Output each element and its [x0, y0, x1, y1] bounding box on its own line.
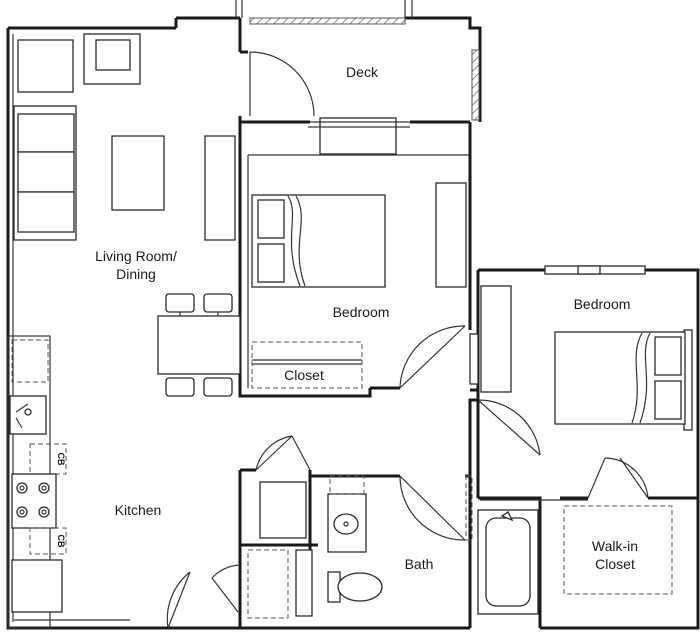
armchair-2 [83, 33, 141, 85]
linen-shelf [295, 549, 313, 617]
stove-burners-icon [11, 473, 57, 529]
tv-stand [204, 135, 236, 241]
room-label-walkin-2: Closet [595, 556, 635, 572]
bed-icon [251, 194, 386, 288]
living-room-furniture: Living Room/ Dining [13, 33, 241, 397]
washer-dryer [259, 481, 307, 539]
bathtub-icon [477, 509, 539, 615]
cb-label-upper: CB [56, 453, 66, 466]
room-label-bedroom-2: Bedroom [574, 296, 631, 312]
refrigerator [11, 559, 63, 613]
room-label-deck: Deck [346, 64, 379, 80]
room-label-walkin-1: Walk-in [592, 538, 638, 554]
bath: Bath [247, 475, 539, 619]
kitchen: CB CB Kitchen [7, 335, 162, 629]
kitchen-sink-icon [9, 395, 47, 435]
coffee-table [111, 135, 165, 211]
bedroom-1: Bedroom Closet [251, 182, 467, 389]
deck: Deck [235, 0, 480, 155]
door-swings [166, 325, 649, 629]
bedroom-2: Bedroom [480, 285, 686, 425]
windows [469, 265, 693, 431]
dining-table [157, 293, 241, 397]
room-label-kitchen: Kitchen [115, 502, 162, 518]
armchair [17, 39, 74, 93]
room-label-bedroom-1: Bedroom [333, 304, 390, 320]
room-label-living-2: Dining [116, 266, 156, 282]
interior-walls [238, 116, 698, 628]
sofa-icon [13, 105, 77, 241]
room-label-bath: Bath [405, 556, 434, 572]
toilet-icon [327, 571, 383, 603]
dresser-2 [480, 285, 512, 393]
bathroom-sink-icon [333, 513, 359, 535]
room-label-living-1: Living Room/ [95, 248, 177, 264]
bed-icon-2 [554, 331, 686, 425]
closet-1 [251, 341, 363, 389]
cb-label-lower: CB [56, 535, 66, 548]
dresser [435, 182, 467, 288]
room-label-closet: Closet [284, 367, 324, 383]
walk-in-closet: Walk-in Closet [563, 505, 673, 595]
